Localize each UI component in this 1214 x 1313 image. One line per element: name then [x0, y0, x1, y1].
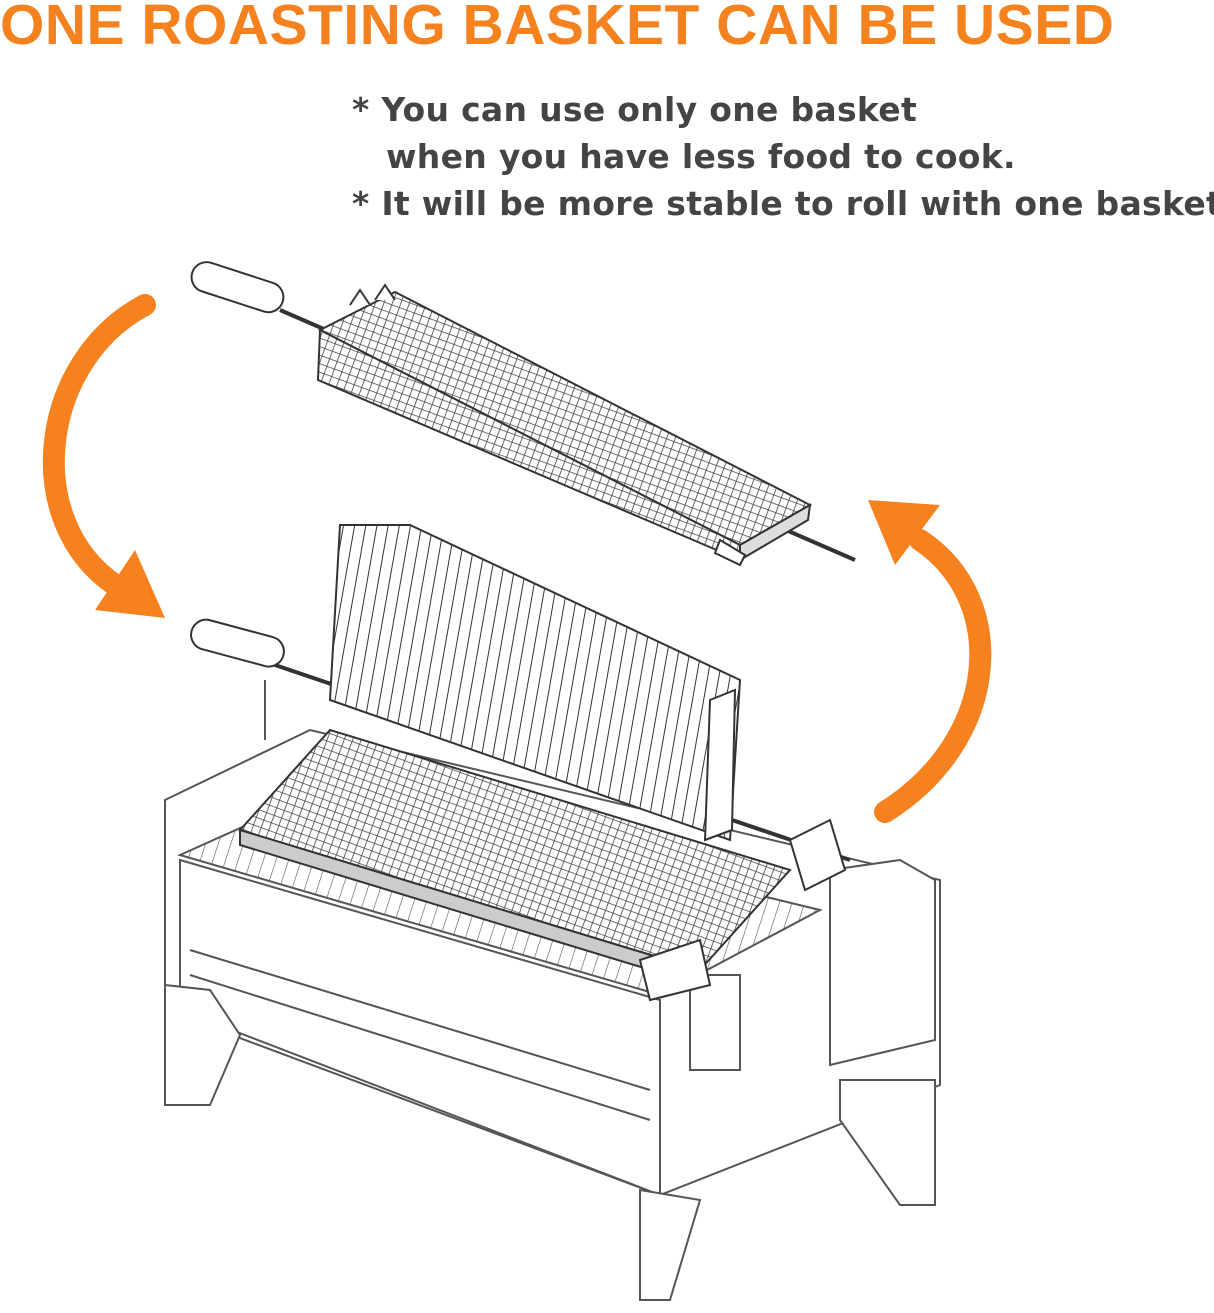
single-basket [190, 261, 856, 567]
note-line-1: * You can use only one basket [352, 90, 918, 129]
arrow-up-icon [868, 500, 992, 823]
headline: ONE ROASTING BASKET CAN BE USED [0, 0, 1115, 57]
note-line-2: when you have less food to cook. [386, 137, 1016, 176]
open-basket [190, 524, 851, 1002]
note-line-3: * It will be more stable to roll with on… [352, 184, 1214, 223]
arrow-down-icon [42, 294, 165, 618]
notes: * You can use only one basket when you h… [352, 86, 1214, 227]
